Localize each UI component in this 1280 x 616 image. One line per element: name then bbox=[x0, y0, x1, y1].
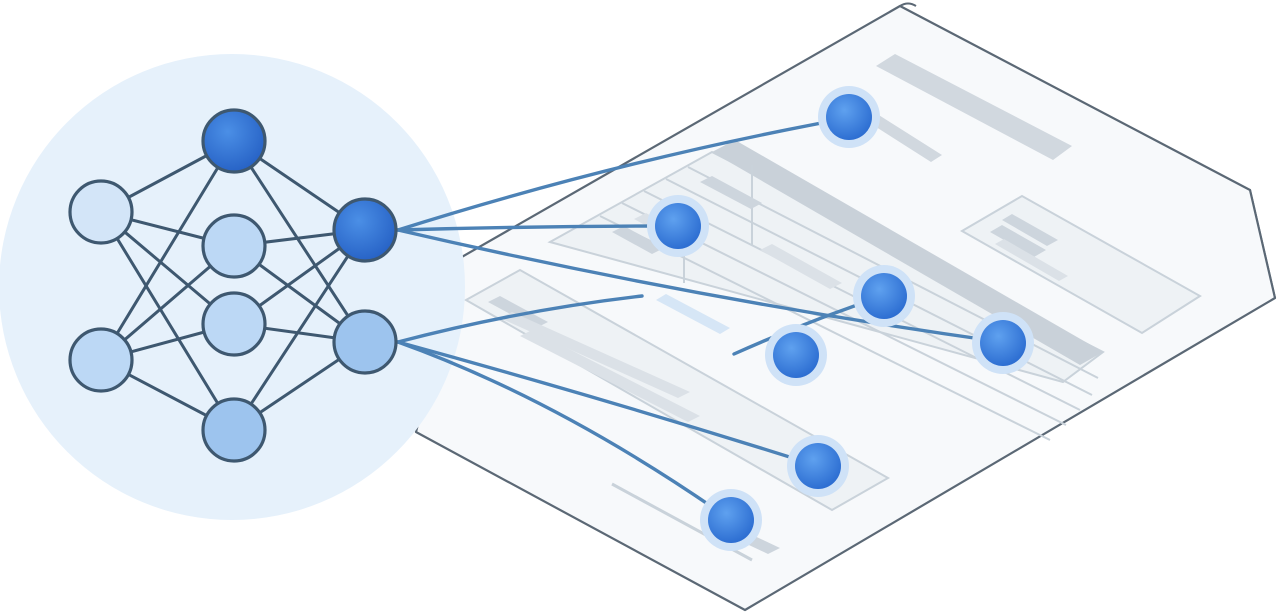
table-highlight-cell bbox=[656, 294, 730, 334]
input-node-2 bbox=[68, 327, 134, 393]
hidden-node-3 bbox=[201, 291, 267, 357]
document-title-bar bbox=[876, 54, 1072, 160]
connection-6 bbox=[396, 340, 820, 468]
document-notes-box bbox=[463, 268, 891, 512]
extraction-point-6 bbox=[787, 435, 849, 497]
document-info-box bbox=[959, 194, 1202, 335]
connection-1 bbox=[396, 116, 850, 232]
input-node-1 bbox=[68, 179, 134, 245]
extraction-point-3 bbox=[853, 265, 915, 327]
hidden-node-1 bbox=[201, 108, 267, 174]
neural-network bbox=[68, 108, 398, 463]
extraction-point-5 bbox=[972, 312, 1034, 374]
network-nodes bbox=[68, 108, 398, 463]
connection-3 bbox=[396, 228, 1004, 344]
output-node-1 bbox=[332, 197, 398, 263]
connection-4 bbox=[396, 294, 644, 344]
connection-7 bbox=[396, 340, 733, 522]
extraction-point-1 bbox=[818, 86, 880, 148]
network-halo bbox=[0, 54, 465, 520]
extraction-points bbox=[647, 86, 1034, 551]
hidden-node-4 bbox=[201, 397, 267, 463]
extraction-point-2 bbox=[647, 195, 709, 257]
extraction-point-4 bbox=[765, 324, 827, 386]
table-header-band bbox=[712, 140, 1103, 365]
document-subtitle-bar bbox=[862, 112, 942, 162]
hidden-node-2 bbox=[201, 213, 267, 279]
extraction-connections bbox=[396, 116, 1004, 522]
connection-2 bbox=[396, 224, 680, 232]
extraction-point-7 bbox=[700, 489, 762, 551]
output-node-2 bbox=[332, 309, 398, 375]
